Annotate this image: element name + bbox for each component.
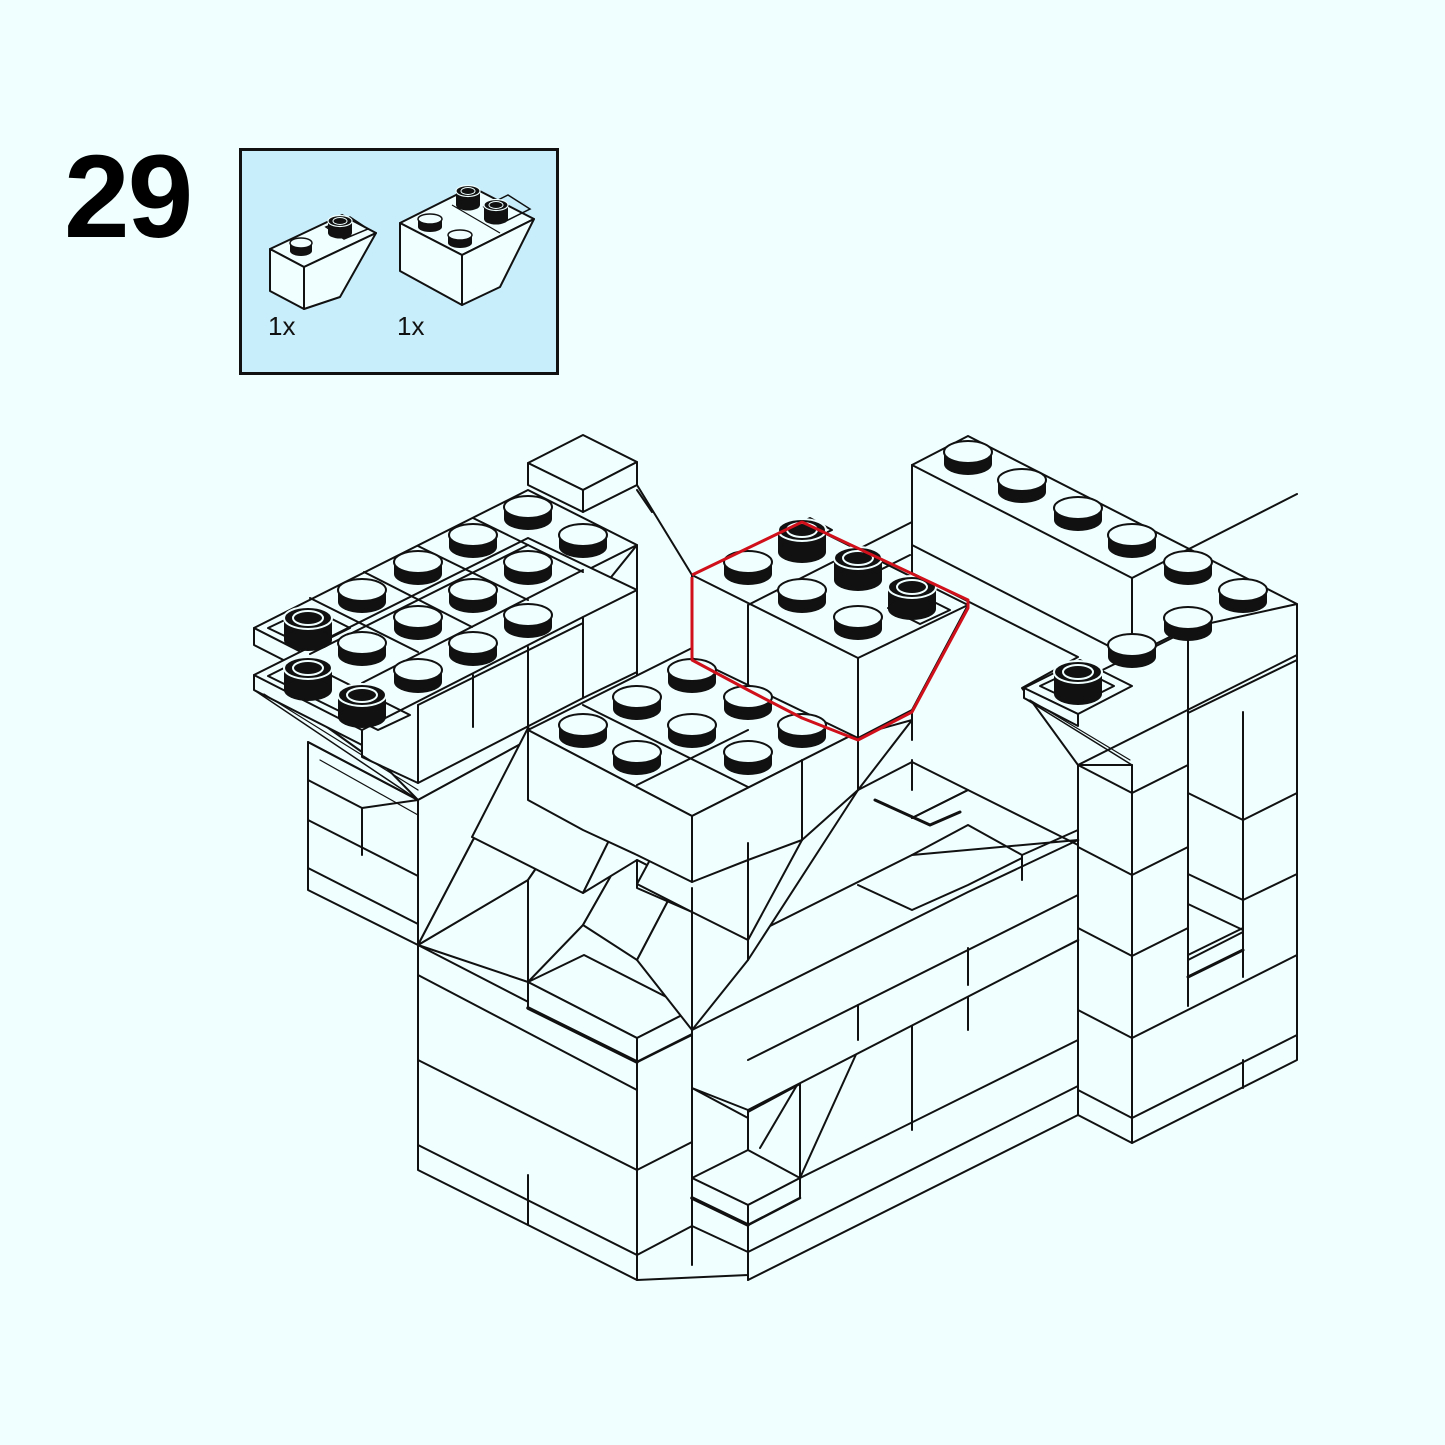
middle-deck xyxy=(691,759,1079,1111)
new-parts-highlight xyxy=(690,520,970,742)
part-2-inverted-slope-2x2 xyxy=(396,179,536,313)
inverted-slope-large-icon xyxy=(399,184,535,306)
part-2-qty: 1x xyxy=(397,311,425,341)
top-left-tile xyxy=(527,434,693,576)
part-1-qty: 1x xyxy=(268,311,296,341)
part-1-inverted-slope-1x2 xyxy=(266,207,378,313)
right-tower xyxy=(911,435,1298,1144)
parts-callout: 1x xyxy=(239,148,559,375)
inverted-slope-small-icon xyxy=(269,214,377,310)
step-number: 29 xyxy=(64,131,193,263)
